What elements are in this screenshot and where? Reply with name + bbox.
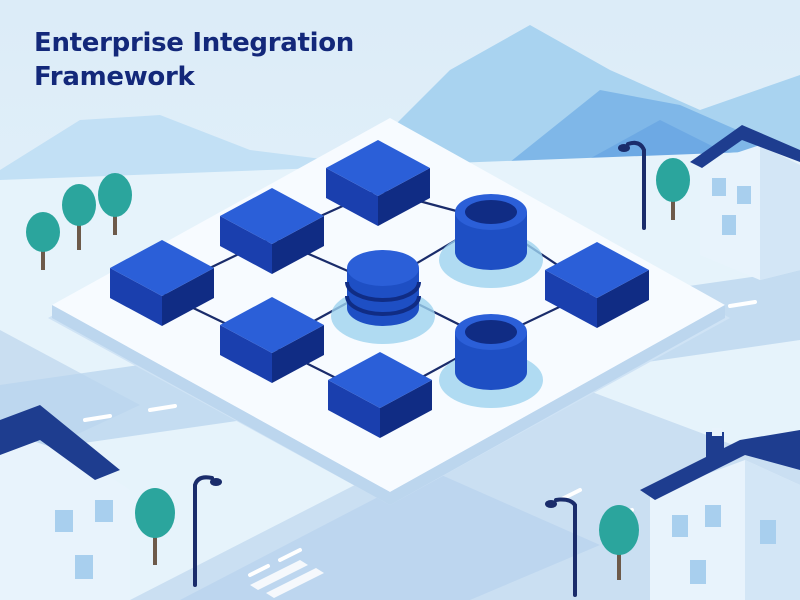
database-center (331, 250, 435, 344)
house-right (690, 125, 800, 280)
house-bottom-right (640, 428, 800, 600)
server-upper-left (220, 188, 324, 274)
page-title: Enterprise Integration Framework (34, 26, 354, 94)
tree (656, 158, 690, 220)
server-bottom (328, 352, 432, 438)
title-line-2: Framework (34, 62, 195, 92)
street-lamp (193, 475, 222, 587)
trees (26, 158, 690, 580)
tree (135, 488, 175, 565)
title-line-1: Enterprise Integration (34, 28, 354, 58)
street-lamp (545, 497, 577, 597)
server-right (545, 242, 649, 328)
tree (26, 212, 60, 270)
server-top (326, 140, 430, 226)
house-left (0, 405, 130, 600)
street-lamps (193, 140, 646, 597)
database-upper-right (439, 194, 543, 288)
tree (627, 182, 653, 214)
database-group (331, 194, 543, 408)
tree (599, 505, 639, 580)
server-far-left (110, 240, 214, 326)
server-lower-left (220, 297, 324, 383)
tree (98, 173, 132, 235)
tree (62, 184, 96, 250)
street-lamp (618, 140, 646, 230)
crosswalk (250, 560, 324, 598)
server-group (110, 140, 649, 438)
database-lower-right (439, 314, 543, 408)
